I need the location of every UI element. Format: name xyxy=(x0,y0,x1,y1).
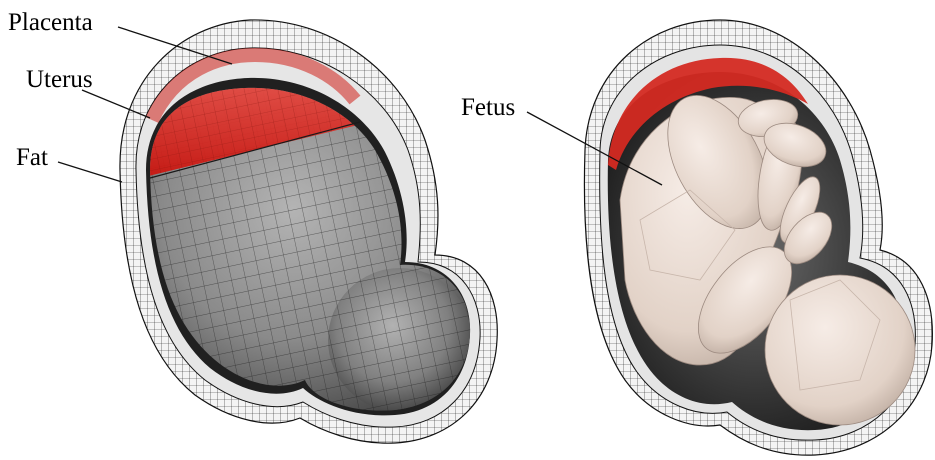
placenta-label: Placenta xyxy=(8,10,93,35)
right-uterus-model xyxy=(584,20,932,455)
left-uterus-model xyxy=(120,20,497,443)
fat-label: Fat xyxy=(16,145,48,170)
fetus-label: Fetus xyxy=(461,95,515,120)
uterus-label: Uterus xyxy=(26,67,93,92)
fat-leader xyxy=(58,162,122,182)
